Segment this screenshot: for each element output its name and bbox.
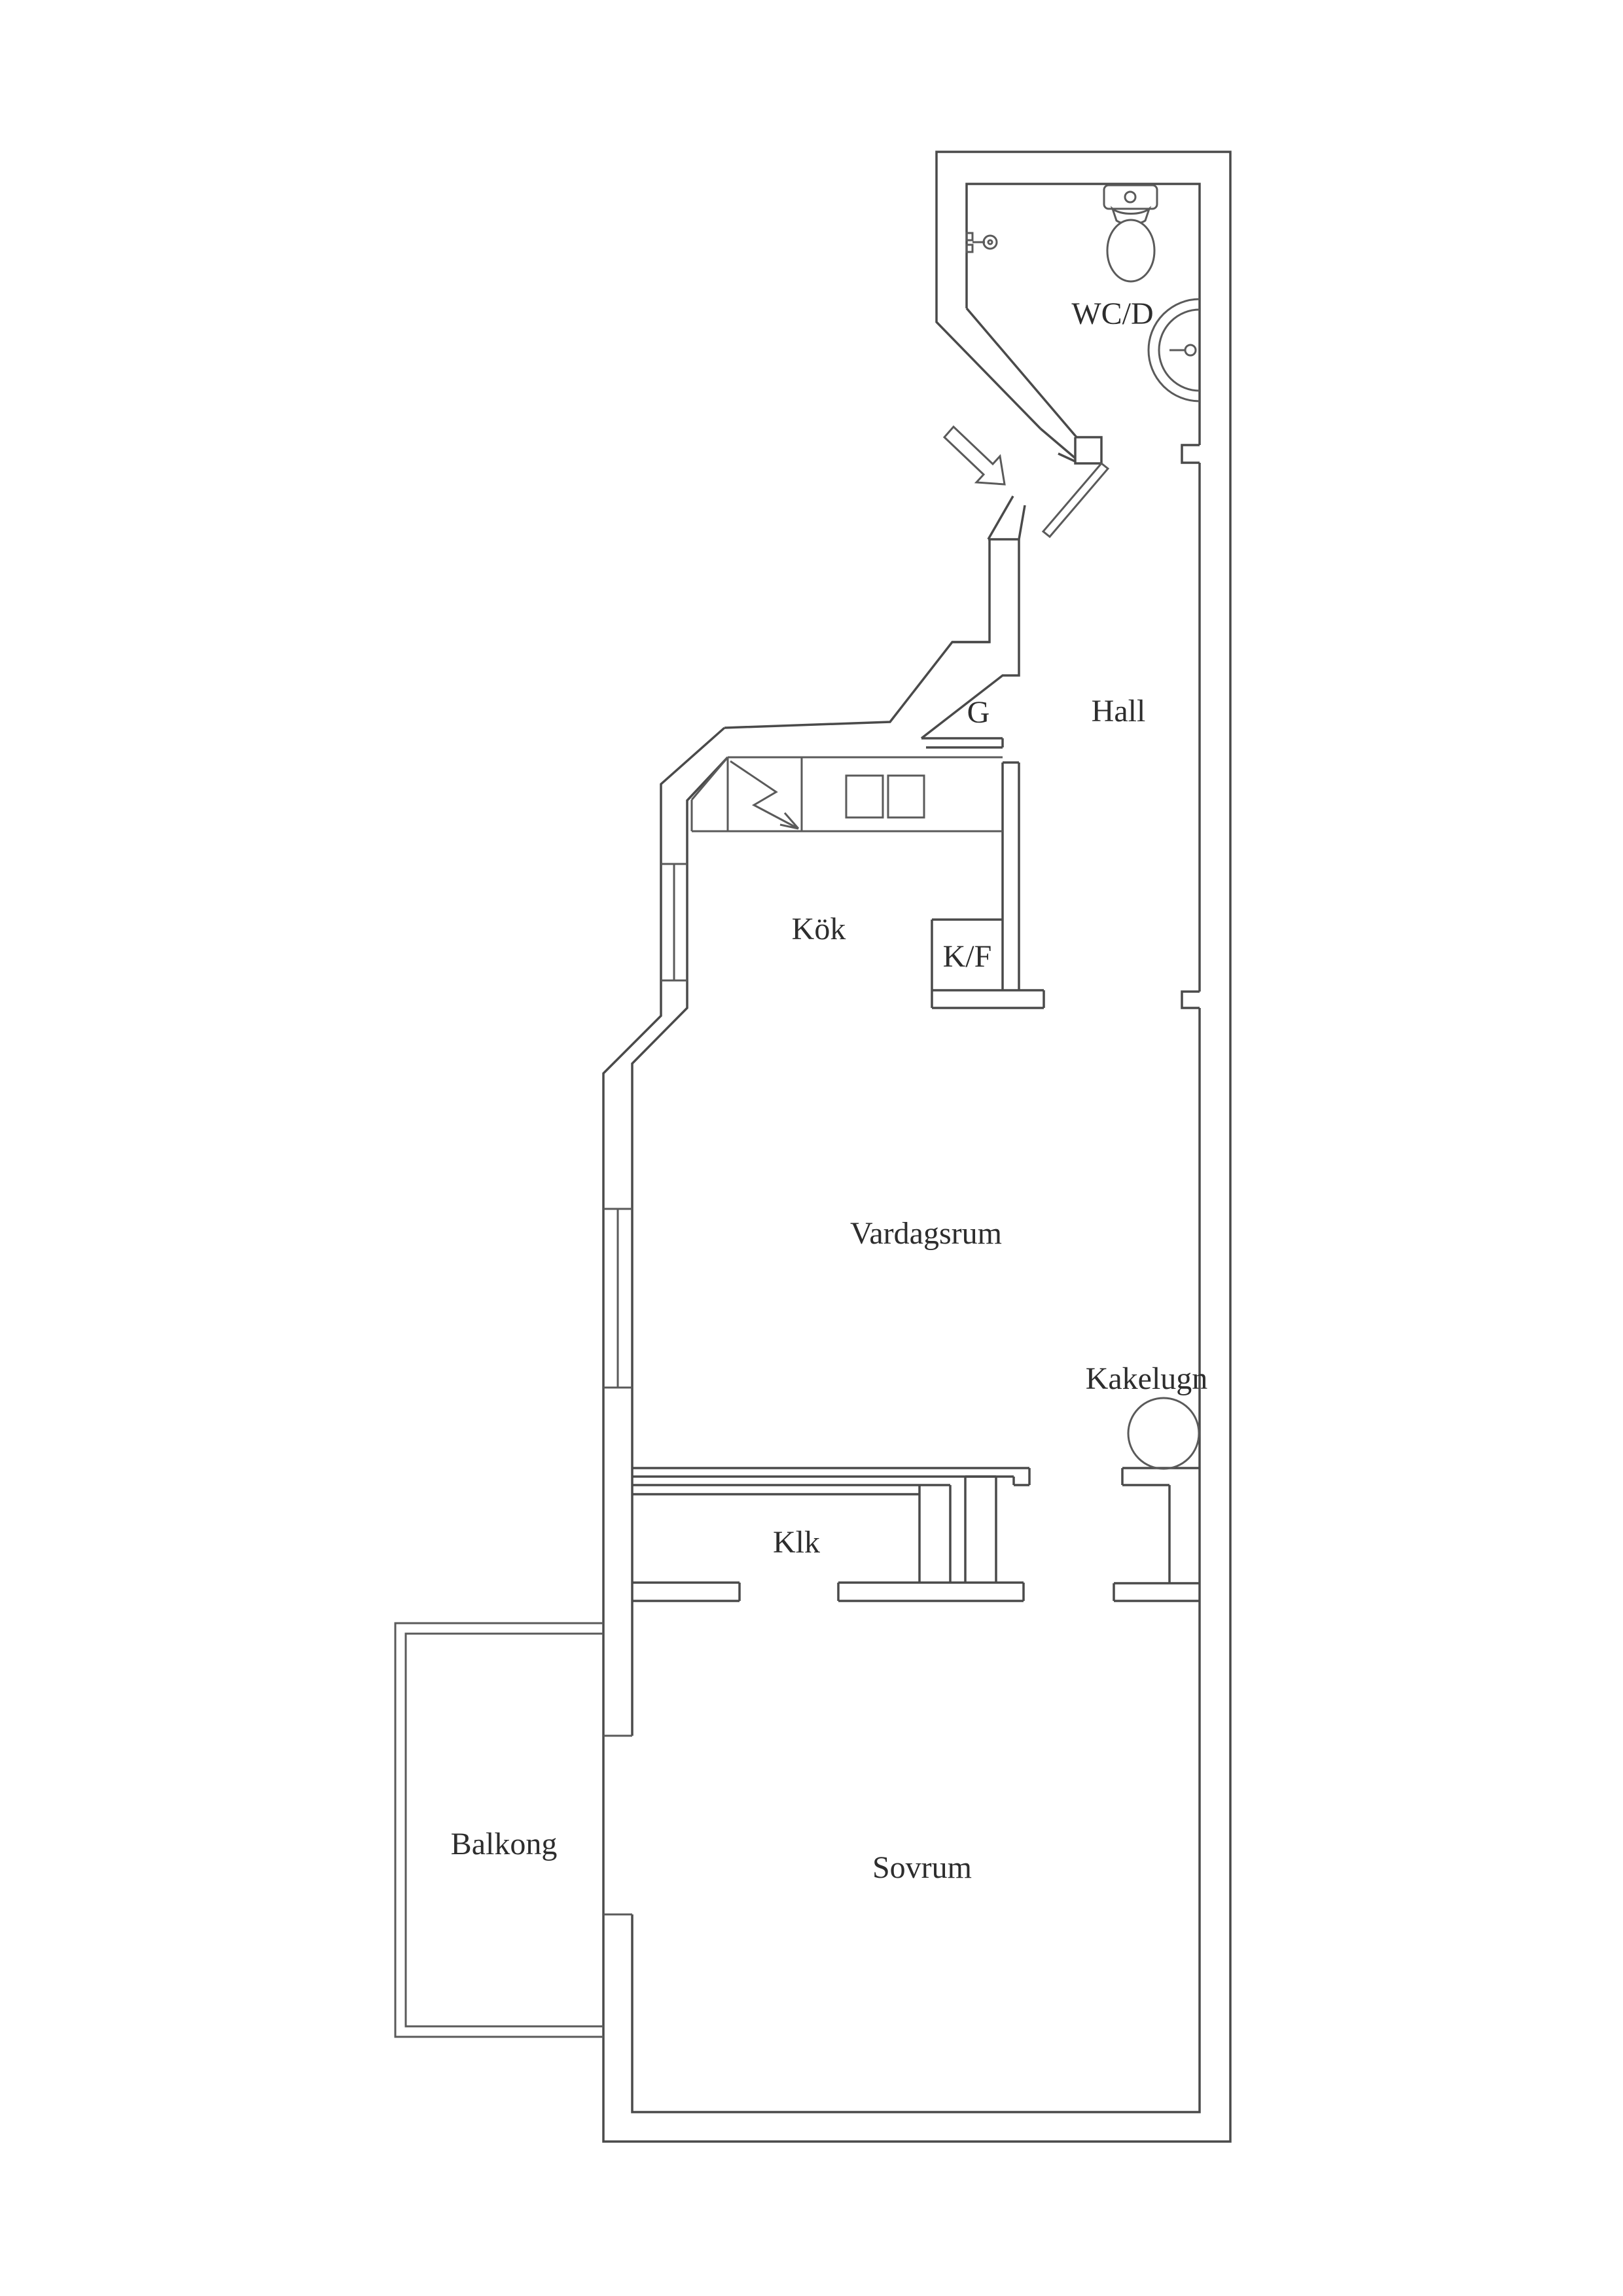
washbasin-tap xyxy=(1184,344,1197,357)
nook-cap-wall xyxy=(1113,1582,1200,1602)
room-label-wcd: WC/D xyxy=(1071,296,1153,331)
klk-door-jambs xyxy=(918,1475,997,1583)
kitchen-sink-icon xyxy=(845,774,884,819)
wardrobe-bottom-wall xyxy=(921,737,1004,749)
kitchen-sink-icon xyxy=(887,774,925,819)
outer-boundary xyxy=(602,151,1232,2143)
inner-walls xyxy=(631,183,1201,2113)
balcony-railing xyxy=(394,1622,603,2038)
room-label-wardrobe: G xyxy=(967,695,990,730)
wcd-diagonal-wall xyxy=(965,307,1103,465)
entry-lower-jamb xyxy=(987,495,1026,541)
klk-top-wall xyxy=(632,1484,919,1496)
middle-partitions xyxy=(632,1467,1200,1602)
room-labels: WC/D Hall G Kök K/F Vardagsrum Kakelugn … xyxy=(451,296,1208,1885)
wcd-door-leaf xyxy=(1041,461,1110,539)
wcd-inner-walls xyxy=(631,183,1201,2113)
balcony-outline xyxy=(394,1622,603,2038)
kitchen-walls xyxy=(931,761,1045,1009)
entry-upper-jamb xyxy=(1039,427,1077,459)
window-symbol xyxy=(603,1208,632,1389)
windows xyxy=(603,863,687,1916)
room-label-tiled-stove: Kakelugn xyxy=(1086,1361,1208,1396)
room-label-balcony: Balkong xyxy=(451,1827,558,1861)
washbasin-icon xyxy=(1147,298,1200,403)
tiled-stove-icon xyxy=(1127,1397,1200,1470)
counter-outline xyxy=(690,756,1003,833)
stove-icon xyxy=(730,760,800,830)
livingroom-bottom-wall xyxy=(632,1467,1031,1486)
toilet-button xyxy=(1124,190,1137,204)
vestibule-wall xyxy=(920,539,1020,740)
toilet-bowl xyxy=(1106,219,1156,283)
room-label-kitchen: Kök xyxy=(792,912,846,946)
kf-bottom-wall xyxy=(931,989,1045,1009)
room-label-living-room: Vardagsrum xyxy=(850,1216,1002,1251)
balcony-door-jambs xyxy=(603,1734,632,1916)
outer-walls xyxy=(602,151,1232,2143)
room-label-bedroom: Sovrum xyxy=(872,1850,972,1885)
room-label-fridge-freezer: K/F xyxy=(943,939,992,974)
wcd-fixtures xyxy=(965,184,1200,403)
entry-arrow-icon xyxy=(942,425,1006,486)
shower-icon xyxy=(965,232,998,253)
kitchen-top-wall xyxy=(724,539,991,729)
fridge-freezer-box xyxy=(931,918,1003,990)
bedroom-top-wall xyxy=(632,1581,1025,1602)
room-label-walk-in-closet: Klk xyxy=(773,1525,820,1560)
kitchen-right-wall xyxy=(1001,761,1020,990)
room-label-hall: Hall xyxy=(1092,694,1146,728)
window-symbol xyxy=(661,863,687,982)
toilet-icon xyxy=(1103,184,1158,210)
kakelugn-shelf xyxy=(1121,1467,1200,1583)
kitchen-counter xyxy=(690,756,1003,833)
